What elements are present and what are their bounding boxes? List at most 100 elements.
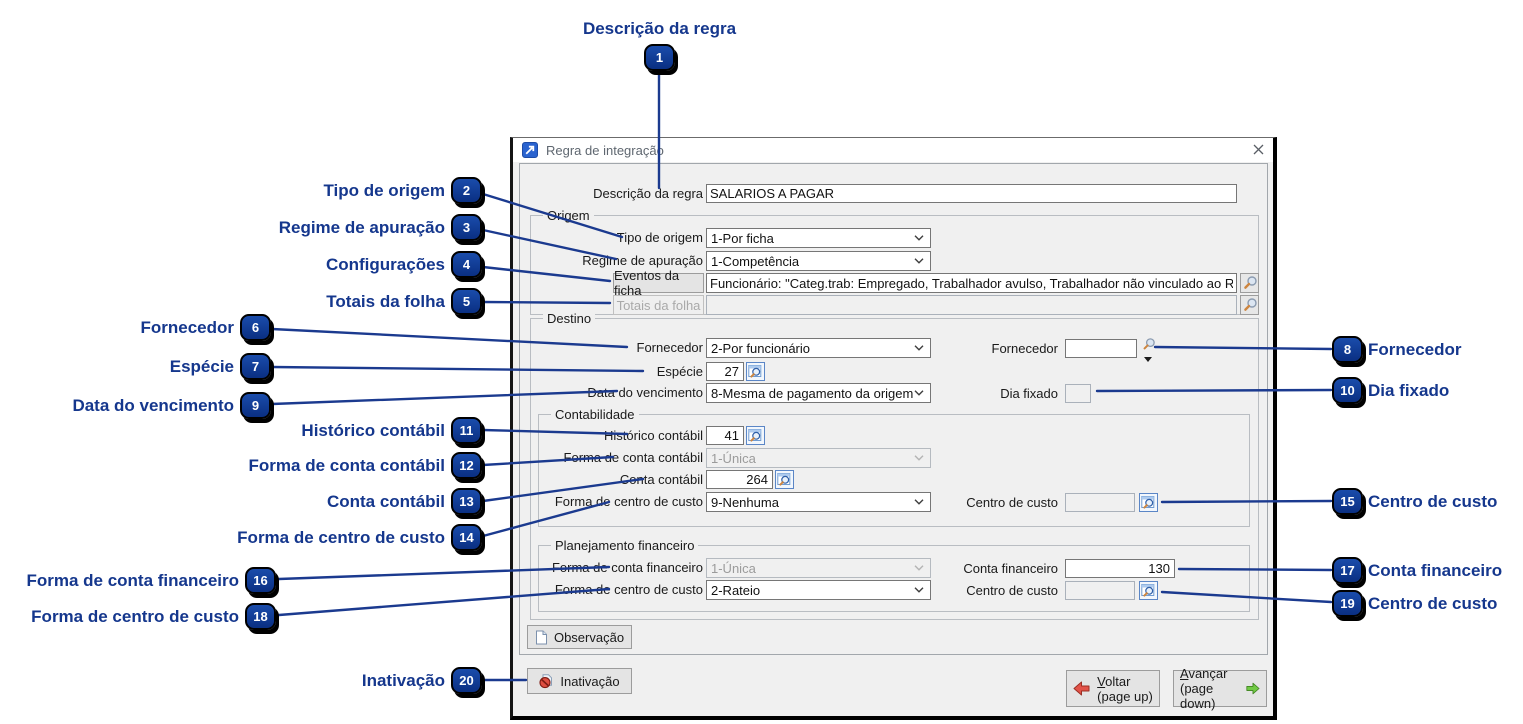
callout-badge: 8 (1332, 336, 1363, 363)
avancar-button[interactable]: Avançar(page down) (1173, 666, 1267, 711)
callout-badge: 15 (1332, 488, 1363, 515)
data-vencimento-label: Data do vencimento (587, 385, 703, 400)
callout-badge: 20 (451, 667, 482, 694)
chevron-down-icon (914, 258, 930, 264)
centro-custo-contab-lookup-button[interactable] (1139, 493, 1158, 512)
chevron-down-icon (914, 390, 930, 396)
voltar-button[interactable]: Voltar(page up) (1066, 670, 1160, 707)
centro-custo-contab-label: Centro de custo (966, 495, 1058, 510)
callout-badge: 4 (451, 251, 482, 278)
eventos-ficha-input[interactable] (706, 273, 1237, 293)
callout-badge: 19 (1332, 590, 1363, 617)
chevron-down-icon (914, 455, 930, 461)
conta-contabil-lookup-button[interactable] (775, 470, 794, 489)
forma-conta-contabil-select: 1-Única (706, 448, 931, 468)
callout-badge: 13 (451, 488, 482, 515)
forma-centro-custo-planej-select[interactable]: 2-Rateio (706, 580, 931, 600)
inativacao-button[interactable]: Inativação (527, 668, 632, 694)
tipo-origem-select[interactable]: 1-Por ficha (706, 228, 931, 248)
document-icon (535, 630, 547, 644)
fornecedor-lookup-label: Fornecedor (991, 341, 1058, 356)
observacao-button[interactable]: Observação (527, 625, 632, 649)
red-left-arrow-icon (1073, 681, 1090, 696)
integration-app-icon (522, 142, 538, 158)
historico-contabil-lookup-button[interactable] (746, 426, 765, 445)
magnifier-icon (1243, 276, 1257, 289)
conta-financeiro-input[interactable] (1065, 559, 1175, 578)
especie-lookup-button[interactable] (746, 362, 765, 381)
fornecedor-search-icon[interactable] (1141, 337, 1156, 352)
totais-folha-input (706, 295, 1237, 315)
fornecedor-dropdown-arrow[interactable] (1144, 357, 1152, 362)
conta-financeiro-label: Conta financeiro (963, 561, 1058, 576)
callout-badge: 18 (245, 603, 276, 630)
forma-conta-financeiro-label: Forma de conta financeiro (551, 560, 703, 575)
table-lookup-icon (1141, 496, 1155, 509)
totais-folha-search-button[interactable] (1240, 295, 1259, 315)
historico-contabil-input[interactable] (706, 426, 744, 445)
regime-apuracao-select[interactable]: 1-Competência (706, 251, 931, 271)
group-contabilidade-legend: Contabilidade (551, 407, 639, 422)
callout-badge: 9 (240, 392, 271, 419)
chevron-down-icon (914, 499, 930, 505)
fornecedor-select[interactable]: 2-Por funcionário (706, 338, 931, 358)
group-origem-legend: Origem (543, 208, 594, 223)
table-lookup-icon (777, 473, 791, 486)
conta-contabil-label: Conta contábil (619, 472, 703, 487)
descricao-input[interactable] (706, 184, 1237, 203)
forma-centro-custo-planej-label: Forma de centro de custo (554, 582, 703, 597)
data-vencimento-select[interactable]: 8-Mesma de pagamento da origem (706, 383, 931, 403)
especie-label: Espécie (656, 364, 703, 379)
callout-badge: 2 (451, 177, 482, 204)
table-lookup-icon (748, 365, 762, 378)
centro-custo-planej-input (1065, 581, 1135, 600)
especie-input[interactable] (706, 362, 744, 381)
fornecedor-lookup-input[interactable] (1065, 339, 1137, 358)
totais-folha-button: Totais da folha (613, 295, 704, 315)
title-bar[interactable]: Regra de integração (513, 138, 1273, 162)
chevron-down-icon (914, 565, 930, 571)
callout-badge: 16 (245, 567, 276, 594)
callout-badge: 11 (451, 417, 482, 444)
chevron-down-icon (914, 235, 930, 241)
dia-fixado-input (1065, 384, 1091, 403)
conta-contabil-input[interactable] (706, 470, 773, 489)
forma-centro-custo-contab-label: Forma de centro de custo (554, 494, 703, 509)
magnifier-icon (1243, 298, 1257, 311)
callout-badge: 1 (644, 44, 675, 71)
callout-badge: 5 (451, 288, 482, 315)
centro-custo-planej-label: Centro de custo (966, 583, 1058, 598)
eventos-ficha-button[interactable]: Eventos da ficha (613, 268, 704, 298)
centro-custo-contab-input (1065, 493, 1135, 512)
callout-badge: 10 (1332, 377, 1363, 404)
dialog-regra-integracao: Regra de integração Origem Destino Conta… (510, 137, 1277, 720)
chevron-down-icon (914, 587, 930, 593)
callout-badge: 7 (240, 353, 271, 380)
forma-conta-contabil-label: Forma de conta contábil (563, 450, 703, 465)
centro-custo-planej-lookup-button[interactable] (1139, 581, 1158, 600)
callout-badge: 12 (451, 452, 482, 479)
prohibition-icon (539, 673, 553, 688)
eventos-ficha-search-button[interactable] (1240, 273, 1259, 293)
table-lookup-icon (748, 429, 762, 442)
close-icon[interactable] (1253, 144, 1264, 155)
window-title: Regra de integração (546, 142, 664, 158)
forma-centro-custo-contab-select[interactable]: 9-Nenhuma (706, 492, 931, 512)
